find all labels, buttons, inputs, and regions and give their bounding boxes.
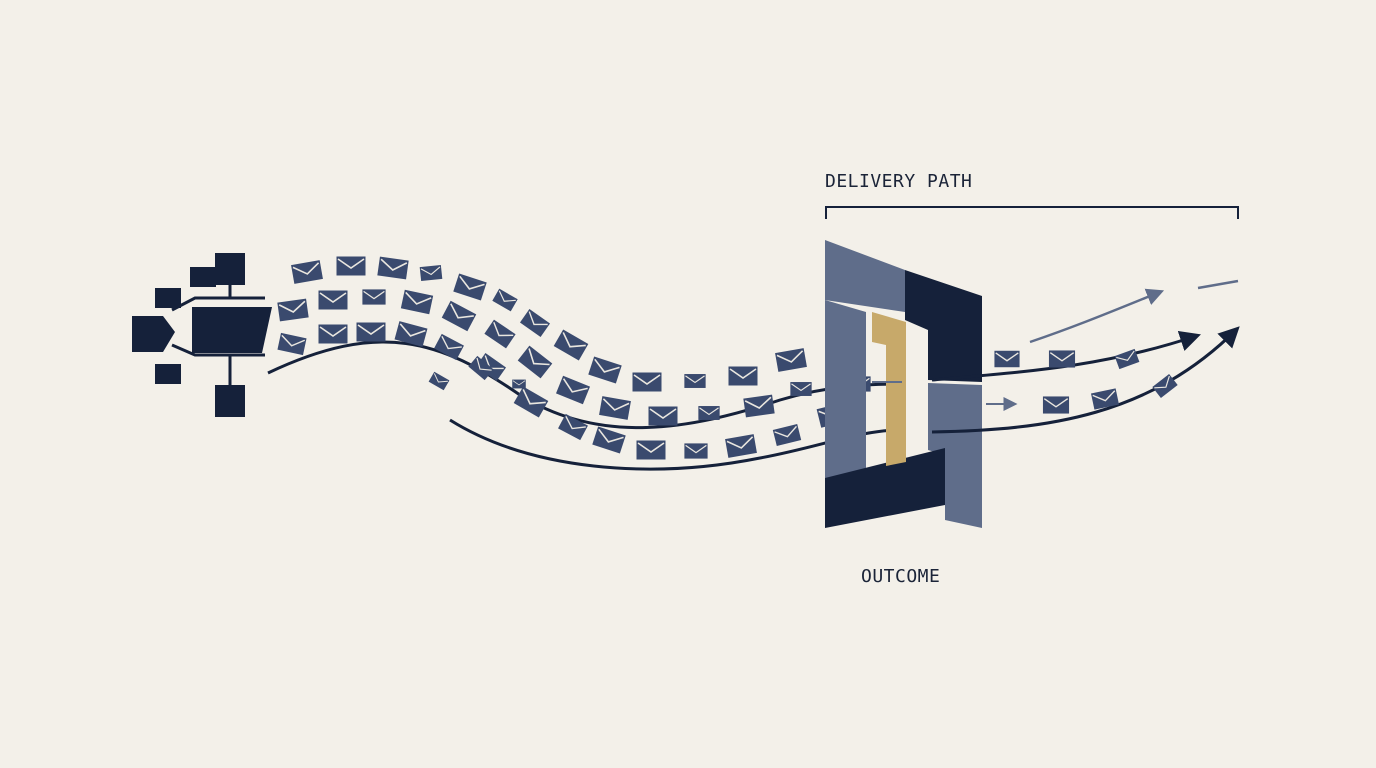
- envelope-icon: [684, 442, 708, 460]
- output-arrow-top: [1029, 288, 1165, 344]
- envelope-icon: [336, 256, 366, 276]
- envelope-icon: [376, 256, 410, 280]
- envelope-icon: [318, 324, 348, 344]
- envelope-icon: [491, 288, 519, 312]
- envelope-icon: [318, 290, 348, 310]
- envelope-icon: [698, 405, 720, 421]
- envelope-icon: [513, 385, 549, 419]
- envelope-icon: [276, 332, 308, 356]
- delivery-path-bracket: [825, 206, 1239, 219]
- envelope-icon: [742, 394, 776, 418]
- envelope-icon: [598, 395, 632, 421]
- envelope-icon: [290, 259, 324, 285]
- envelope-icon: [512, 379, 526, 389]
- envelope-icon: [557, 413, 589, 441]
- envelope-icon: [587, 355, 623, 385]
- envelope-icon: [772, 423, 802, 447]
- envelope-icon: [724, 433, 758, 459]
- doorway-icon: [825, 240, 982, 528]
- envelope-icon: [433, 333, 465, 361]
- envelope-icon: [684, 373, 706, 389]
- envelope-icon: [428, 371, 450, 391]
- envelope-icon: [519, 308, 551, 338]
- envelope-icon: [994, 350, 1020, 368]
- envelope-icon: [400, 289, 434, 315]
- envelope-icon: [555, 375, 591, 405]
- envelope-icon: [452, 272, 488, 302]
- envelope-icon: [441, 300, 477, 332]
- delivery-path-label: DELIVERY PATH: [825, 171, 973, 192]
- envelope-icon: [356, 322, 386, 342]
- envelope-icon: [362, 288, 386, 306]
- envelope-icon: [790, 381, 812, 397]
- envelope-icon: [517, 344, 553, 380]
- outcome-label: OUTCOME: [861, 566, 941, 587]
- output-dash: [1197, 279, 1239, 290]
- envelope-icon: [419, 264, 443, 282]
- envelope-icon: [483, 318, 517, 350]
- envelope-icon: [276, 298, 310, 322]
- delivered-messages: [994, 348, 1179, 414]
- envelope-icon: [1048, 350, 1076, 368]
- output-arrow-bottom: [931, 326, 1240, 434]
- envelope-icon: [636, 440, 666, 460]
- envelope-icon: [632, 372, 662, 392]
- message-stream: [276, 256, 872, 460]
- envelope-icon: [1042, 396, 1070, 414]
- envelope-icon: [728, 366, 758, 386]
- envelope-icon: [553, 328, 589, 362]
- envelope-icon: [1113, 348, 1141, 370]
- envelope-icon: [774, 347, 808, 373]
- envelope-icon: [591, 425, 627, 455]
- envelope-icon: [648, 406, 678, 426]
- network-node-icon: [132, 253, 272, 417]
